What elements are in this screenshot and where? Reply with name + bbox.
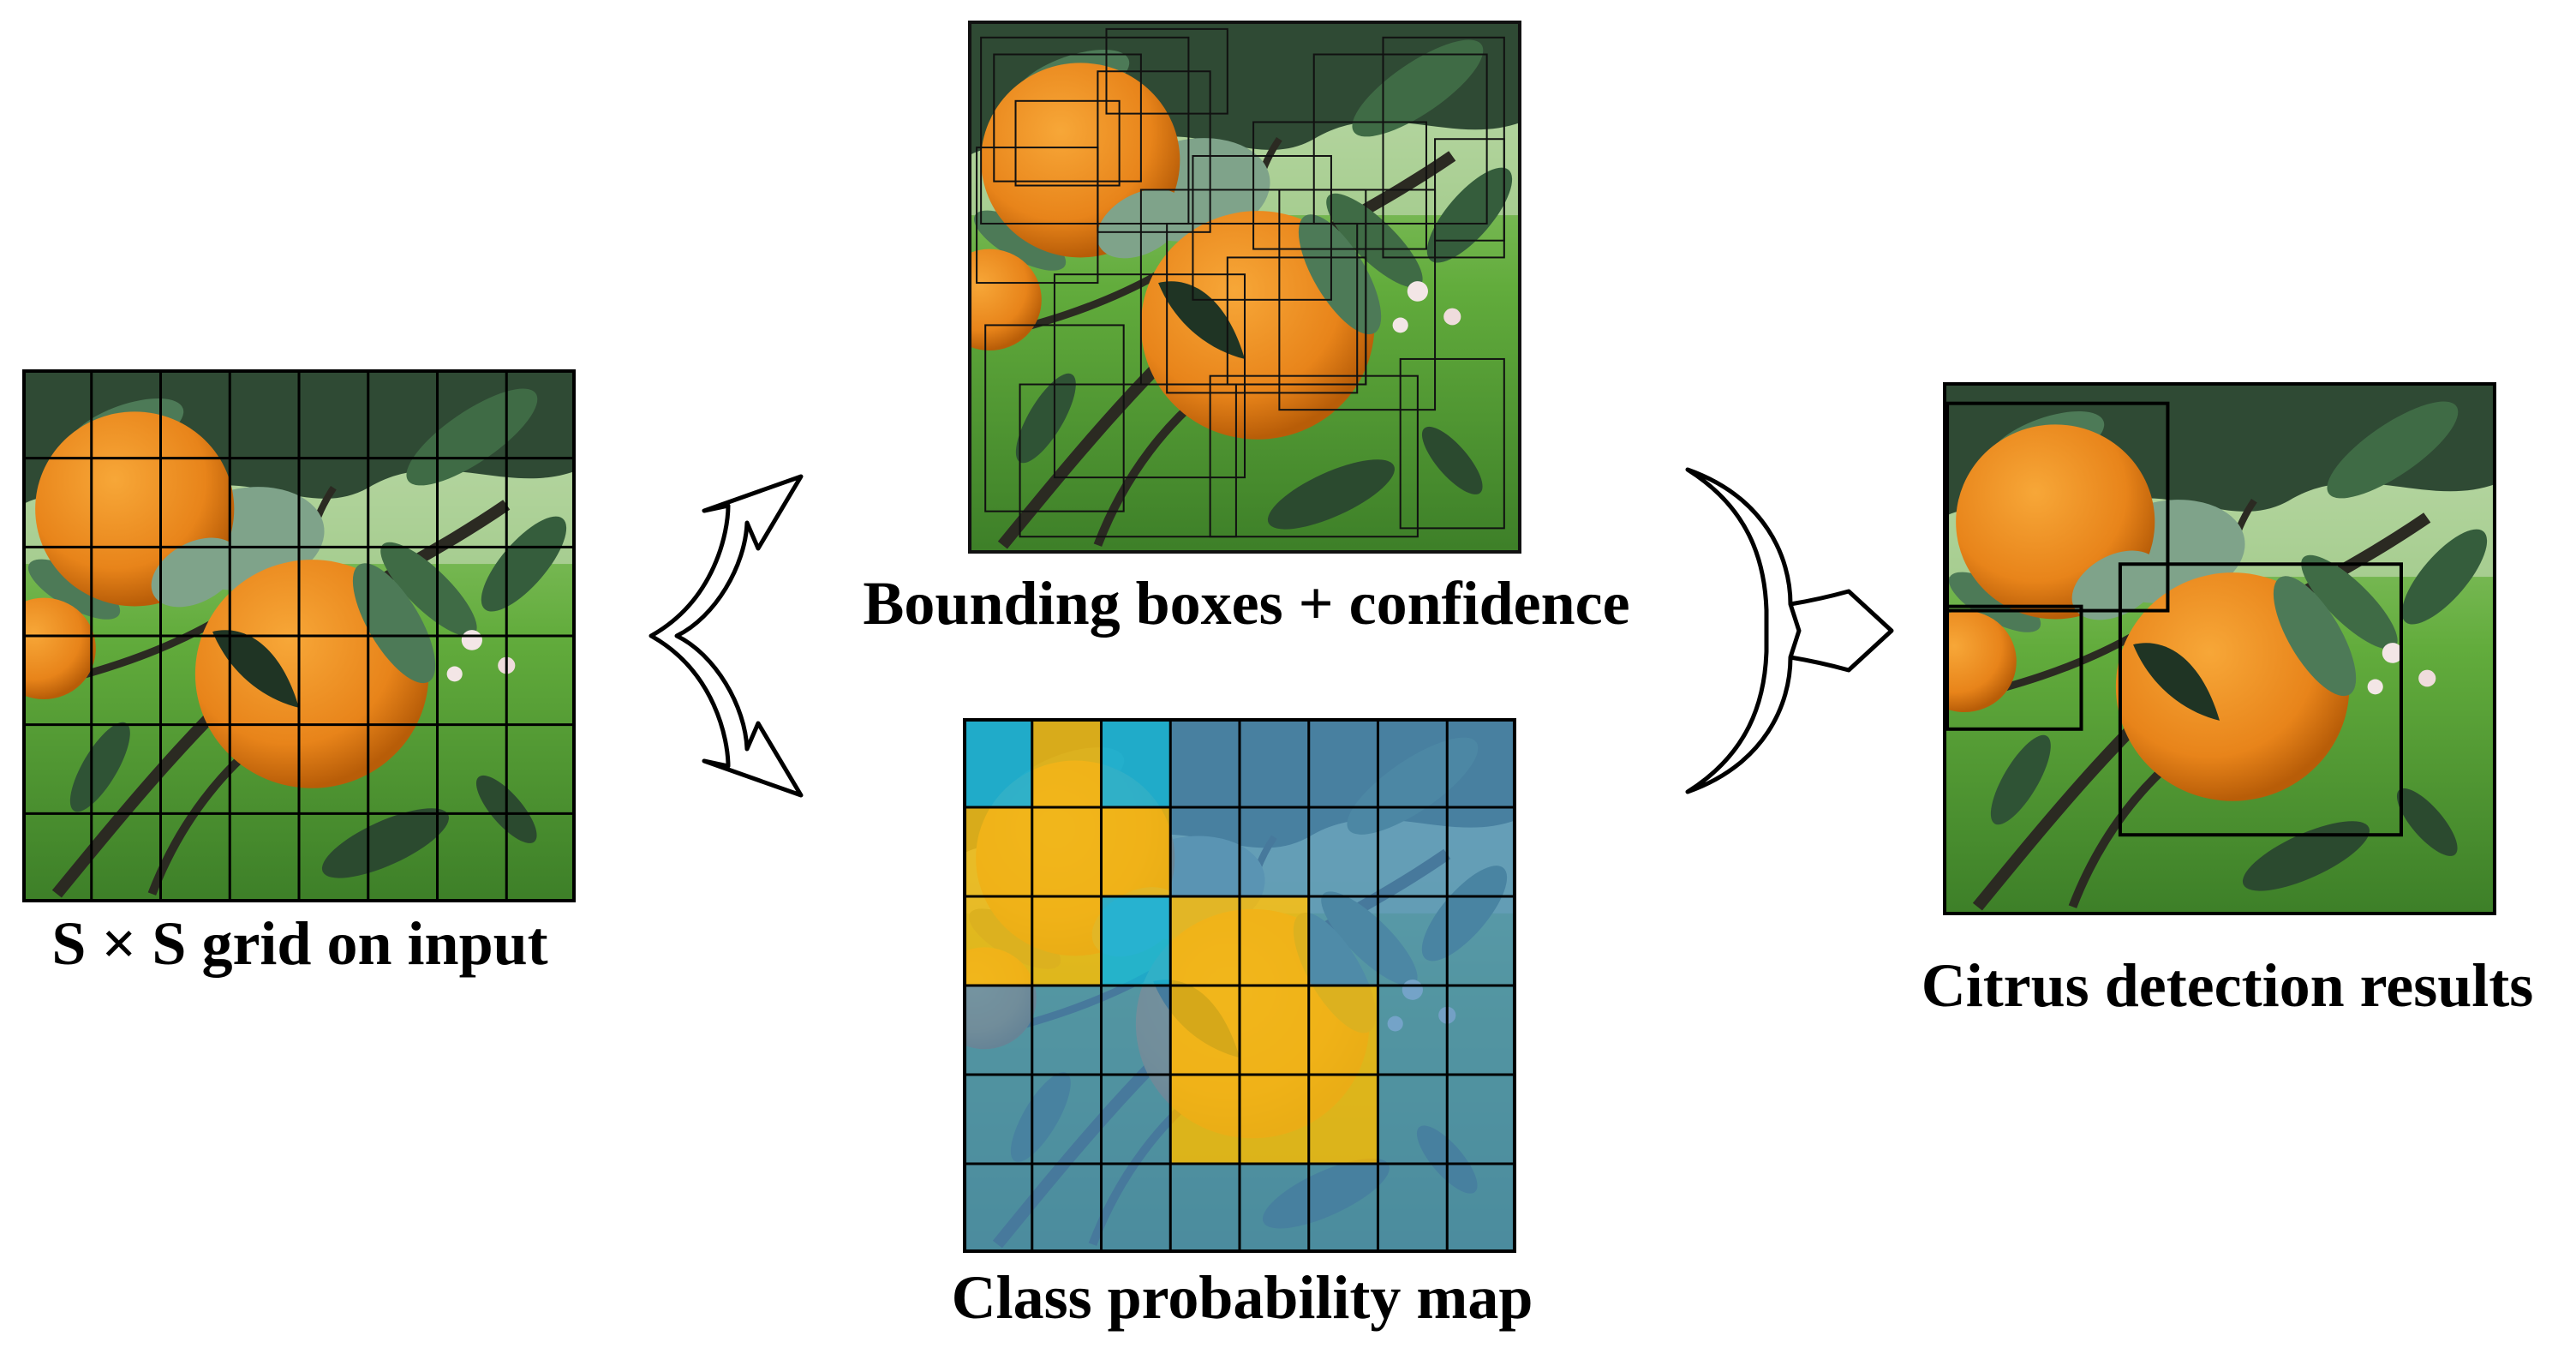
caption-input: S × S grid on input bbox=[51, 909, 548, 978]
probability-cell-blue bbox=[1378, 718, 1448, 807]
probability-cell-blue bbox=[1170, 1164, 1240, 1253]
probability-cell-yellow bbox=[1240, 1075, 1309, 1164]
probability-cell-blue bbox=[1308, 896, 1378, 986]
probability-cell-blue bbox=[1031, 986, 1102, 1075]
input-grid bbox=[22, 369, 576, 902]
bounding-boxes-panel bbox=[968, 21, 1521, 554]
detection-results-panel bbox=[1943, 382, 2496, 915]
caption-results: Citrus detection results bbox=[1921, 951, 2534, 1020]
probability-cell-blue bbox=[963, 986, 1032, 1075]
probability-cell-blue bbox=[1447, 718, 1516, 807]
probability-cell-yellow bbox=[1170, 986, 1240, 1075]
probability-cell-blue bbox=[1031, 1075, 1102, 1164]
probability-cell-blue bbox=[1447, 986, 1516, 1075]
caption-boxes: Bounding boxes + confidence bbox=[863, 569, 1630, 638]
probability-cell-yellow bbox=[1308, 1075, 1378, 1164]
probability-cell-blue bbox=[1101, 1164, 1171, 1253]
probability-cell-yellow bbox=[1240, 986, 1309, 1075]
probability-cell-cyan bbox=[1101, 718, 1171, 807]
probability-cell-yellow bbox=[1031, 807, 1102, 896]
probability-cell-blue bbox=[1308, 1164, 1378, 1253]
probability-cell-blue bbox=[1447, 1164, 1516, 1253]
bounding-boxes-image bbox=[968, 21, 1521, 554]
split-arrow bbox=[648, 474, 804, 798]
probability-cell-blue bbox=[1308, 807, 1378, 896]
probability-cell-yellow bbox=[1101, 807, 1171, 896]
probability-cell-yellow bbox=[1170, 896, 1240, 986]
probability-cell-blue bbox=[1447, 896, 1516, 986]
probability-cell-blue bbox=[1240, 718, 1309, 807]
probability-cell-blue bbox=[1447, 807, 1516, 896]
probability-grid bbox=[963, 718, 1516, 1253]
detected-boxes bbox=[1943, 382, 2496, 915]
merge-arrow bbox=[1685, 467, 1894, 794]
probability-cell-blue bbox=[963, 1164, 1032, 1253]
detection-box bbox=[2118, 562, 2403, 837]
probability-cell-yellow bbox=[1240, 896, 1309, 986]
input-image bbox=[22, 369, 576, 902]
probability-cell-blue bbox=[1240, 807, 1309, 896]
probability-cell-blue bbox=[1031, 1164, 1102, 1253]
probability-cell-blue bbox=[1378, 1075, 1448, 1164]
detection-results-image bbox=[1943, 382, 2496, 915]
probability-cell-yellow bbox=[1031, 896, 1102, 986]
probability-cell-blue bbox=[1378, 896, 1448, 986]
probability-cell-blue bbox=[1101, 1075, 1171, 1164]
probability-cell-blue bbox=[1101, 986, 1171, 1075]
probability-cell-blue bbox=[1378, 807, 1448, 896]
probability-cell-blue bbox=[1170, 718, 1240, 807]
candidate-boxes bbox=[968, 21, 1521, 554]
detection-box bbox=[1945, 604, 2083, 731]
class-probability-panel bbox=[963, 718, 1516, 1253]
probability-cell-yellow bbox=[963, 896, 1032, 986]
probability-cell-blue bbox=[1378, 1164, 1448, 1253]
probability-cell-blue bbox=[1308, 718, 1378, 807]
probability-cell-yellow bbox=[1308, 986, 1378, 1075]
probability-cell-blue bbox=[1240, 1164, 1309, 1253]
probability-cell-yellow bbox=[1031, 718, 1102, 807]
probability-cell-blue bbox=[1170, 807, 1240, 896]
detection-box bbox=[1945, 401, 2170, 613]
probability-cell-yellow bbox=[1170, 1075, 1240, 1164]
input-image-panel bbox=[22, 369, 576, 902]
probability-cell-cyan bbox=[1101, 896, 1171, 986]
caption-probability: Class probability map bbox=[951, 1263, 1533, 1332]
class-probability-map bbox=[963, 718, 1516, 1253]
probability-cell-cyan bbox=[963, 718, 1032, 807]
probability-cell-blue bbox=[963, 1075, 1032, 1164]
probability-cell-blue bbox=[1447, 1075, 1516, 1164]
probability-cell-blue bbox=[1378, 986, 1448, 1075]
probability-cell-yellow bbox=[963, 807, 1032, 896]
